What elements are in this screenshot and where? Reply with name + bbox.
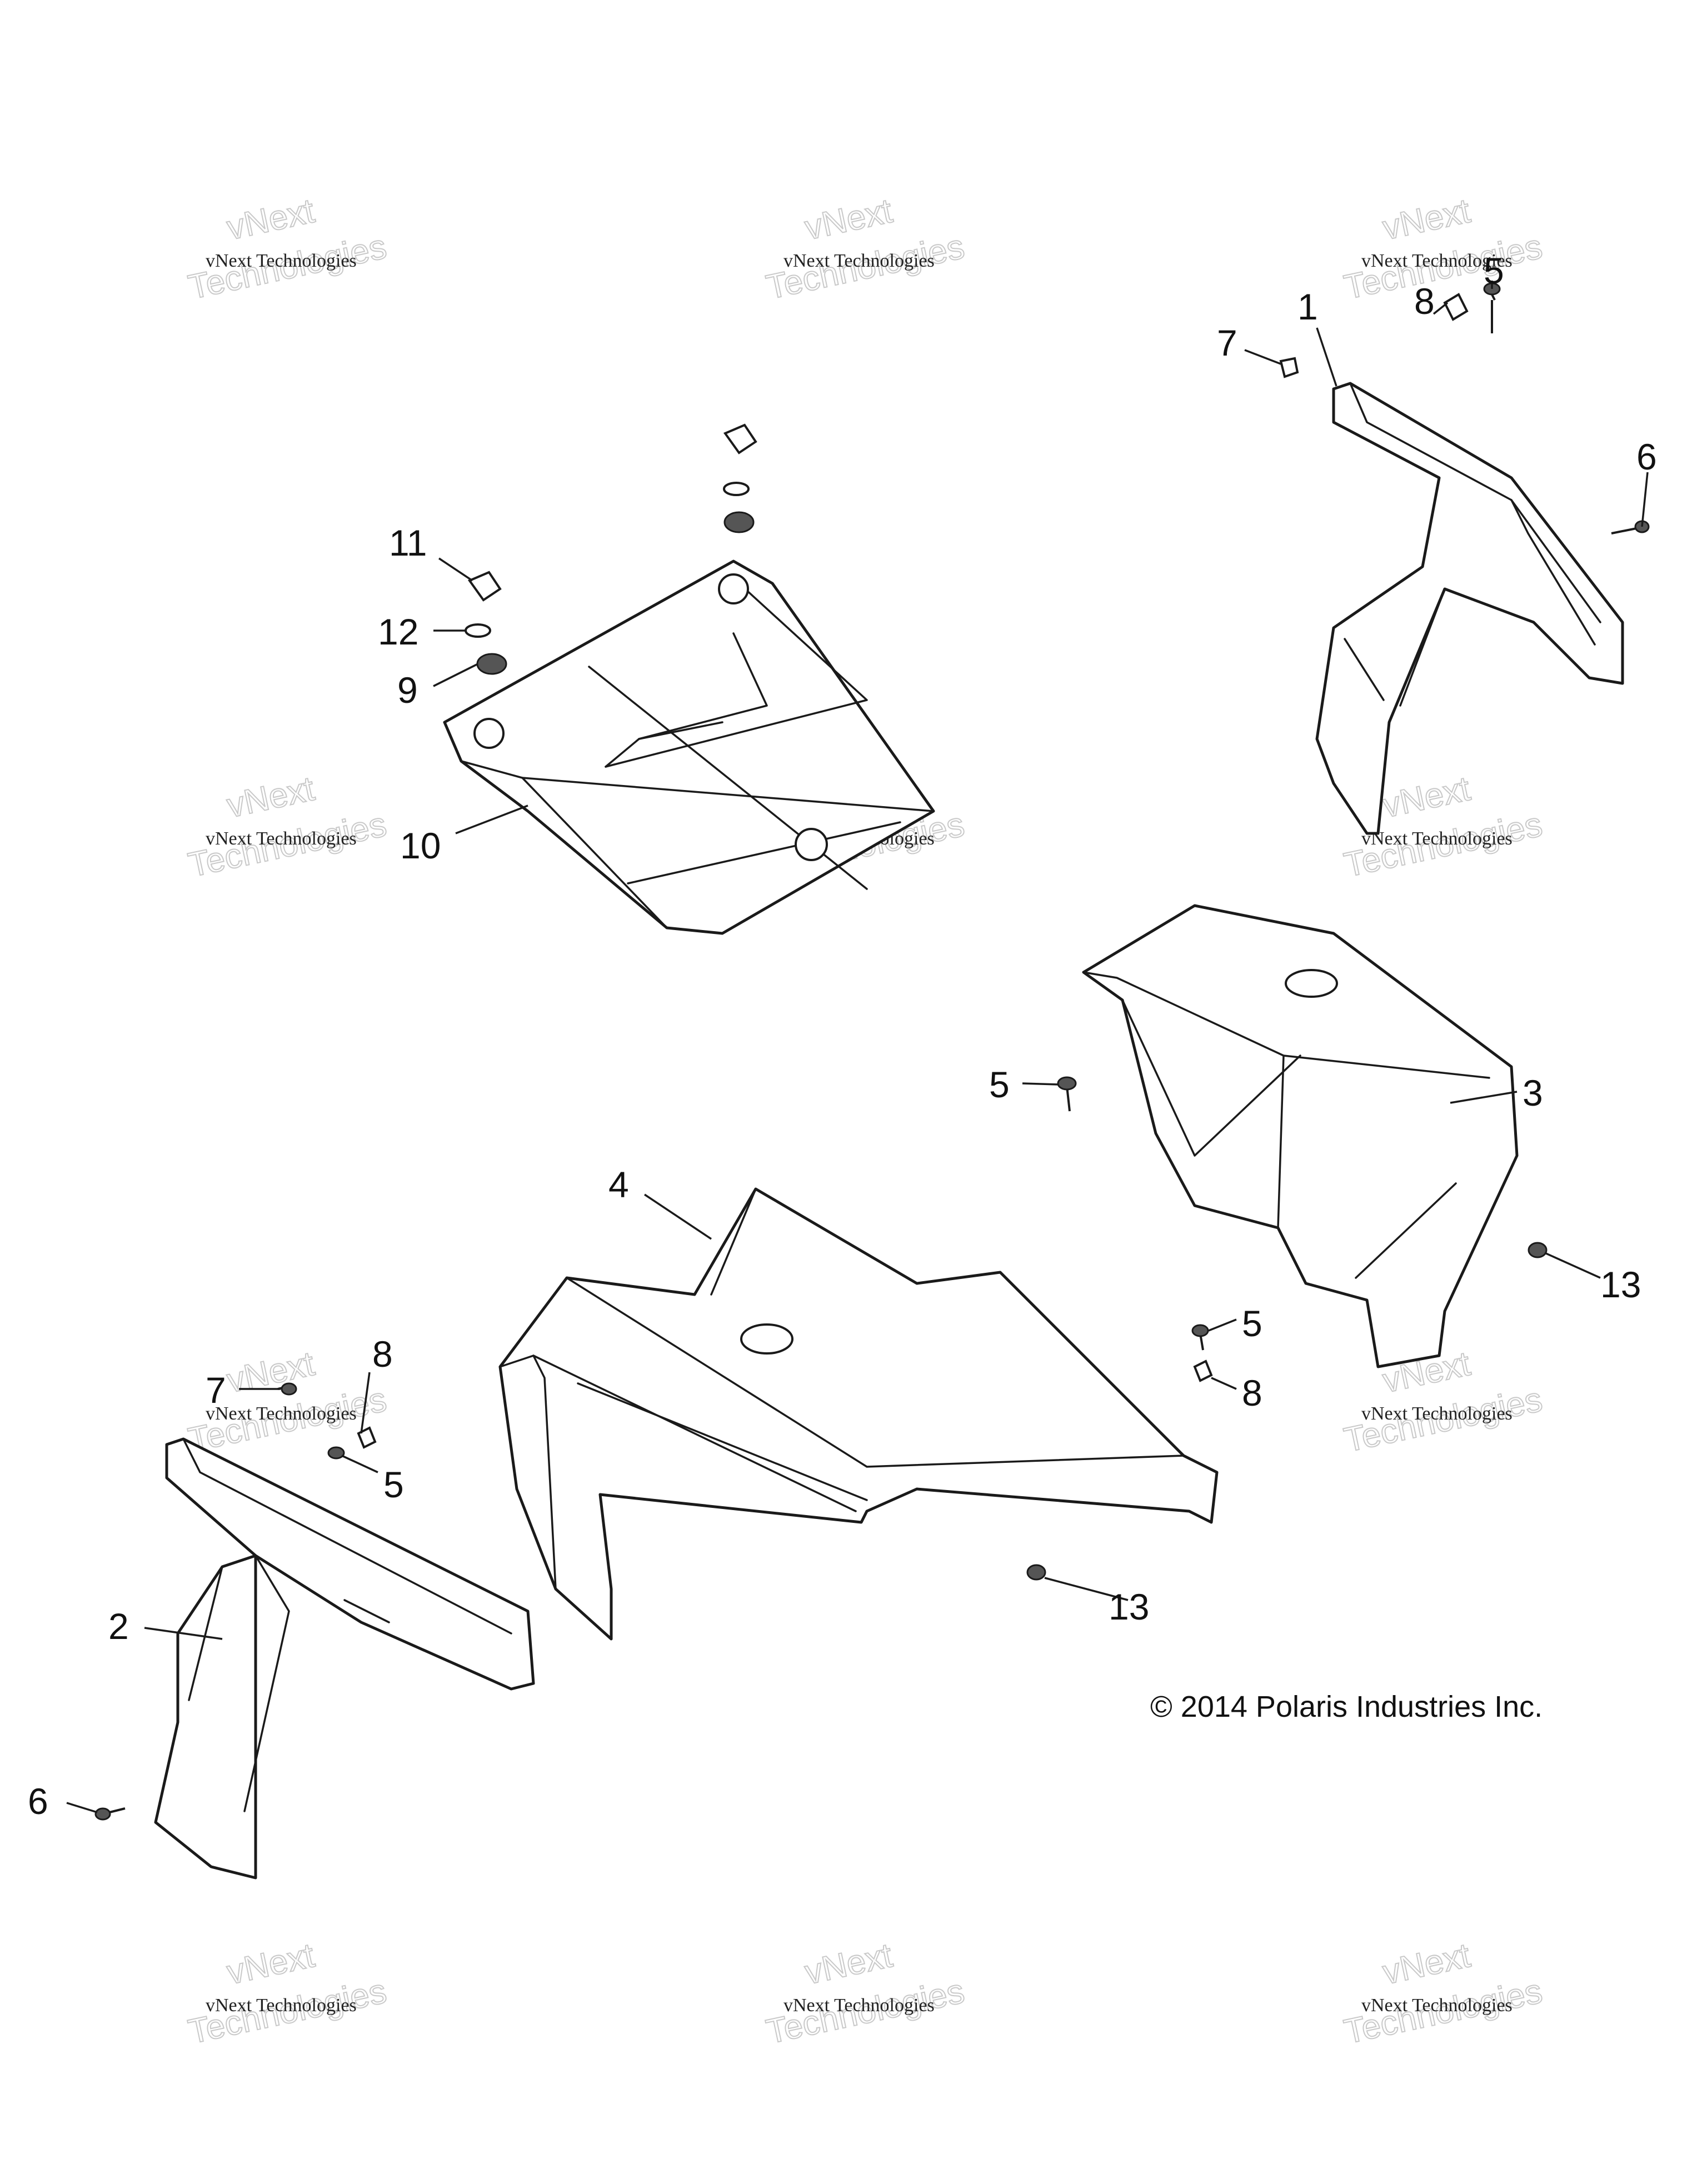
svg-text:vNext Technologies: vNext Technologies [1361, 828, 1513, 849]
callout-12: 12 [378, 611, 418, 652]
watermark: vNext Technologies vNext Technologies [1340, 191, 1546, 307]
callout-4: 4 [608, 1164, 629, 1205]
part-4-panel [498, 1187, 1219, 1641]
callout-2: 2 [108, 1606, 129, 1647]
callout-13: 13 [1109, 1586, 1149, 1627]
callout-6: 6 [1636, 436, 1657, 477]
hardware-center-set [723, 423, 757, 533]
callout-5: 5 [383, 1464, 404, 1505]
watermark: vNext Technologies vNext Technologies [184, 191, 390, 307]
callout-9: 9 [397, 669, 418, 711]
svg-text:vNext: vNext [1379, 192, 1473, 247]
watermark: vNext Technologies vNext Technologies [1340, 1936, 1546, 2052]
watermark: vNext Technologies vNext Technologies [184, 769, 390, 885]
svg-text:vNext Technologies: vNext Technologies [206, 251, 357, 271]
callout-8: 8 [1242, 1372, 1262, 1413]
svg-text:vNext Technologies: vNext Technologies [206, 828, 357, 849]
svg-text:vNext Technologies: vNext Technologies [783, 1995, 935, 2016]
callout-13: 13 [1600, 1264, 1641, 1305]
callout-3: 3 [1523, 1072, 1543, 1113]
callout-6: 6 [28, 1781, 48, 1822]
callout-10: 10 [400, 825, 441, 866]
svg-text:vNext: vNext [223, 769, 317, 825]
svg-text:vNext: vNext [223, 192, 317, 247]
callout-11: 11 [389, 522, 427, 563]
callout-5: 5 [1242, 1303, 1262, 1344]
part-3-panel [1082, 904, 1519, 1368]
svg-text:vNext: vNext [223, 1345, 317, 1400]
watermark: vNext Technologies vNext Technologies [762, 1936, 968, 2052]
watermark: vNext Technologies vNext Technologies [762, 191, 968, 307]
callout-8: 8 [372, 1333, 393, 1375]
callout-7: 7 [1217, 322, 1237, 363]
hardware-left-set [465, 571, 507, 675]
part-10-cover [443, 559, 935, 935]
svg-text:vNext Technologies: vNext Technologies [206, 1403, 357, 1424]
callout-1: 1 [1297, 286, 1318, 327]
part-1-fender [1315, 382, 1624, 835]
watermark: vNext Technologies vNext Technologies [1340, 1344, 1546, 1460]
watermark: vNext Technologies vNext Technologies [184, 1936, 390, 2052]
callout-7: 7 [206, 1370, 226, 1411]
svg-text:vNext Technologies: vNext Technologies [783, 251, 935, 271]
callout-8: 8 [1414, 281, 1435, 322]
svg-text:vNext Technologies: vNext Technologies [1361, 1403, 1513, 1424]
callouts: 1 8 5 7 6 11 12 9 10 5 3 4 13 5 8 7 8 5 … [28, 250, 1657, 1822]
svg-text:vNext Technologies: vNext Technologies [1361, 1995, 1513, 2016]
svg-text:vNext: vNext [1379, 769, 1473, 825]
copyright-notice: © 2014 Polaris Industries Inc. [1150, 1690, 1543, 1723]
callout-5: 5 [1484, 250, 1504, 291]
svg-text:vNext: vNext [1379, 1936, 1473, 1992]
callout-5: 5 [989, 1064, 1010, 1105]
svg-text:vNext Technologies: vNext Technologies [206, 1995, 357, 2016]
svg-text:vNext: vNext [223, 1936, 317, 1992]
part-2-fender [154, 1437, 535, 1880]
svg-text:vNext: vNext [801, 192, 895, 247]
svg-text:vNext: vNext [801, 1936, 895, 1992]
leader-lines [66, 281, 1649, 1813]
svg-text:vNext Technologies: vNext Technologies [1361, 251, 1513, 271]
